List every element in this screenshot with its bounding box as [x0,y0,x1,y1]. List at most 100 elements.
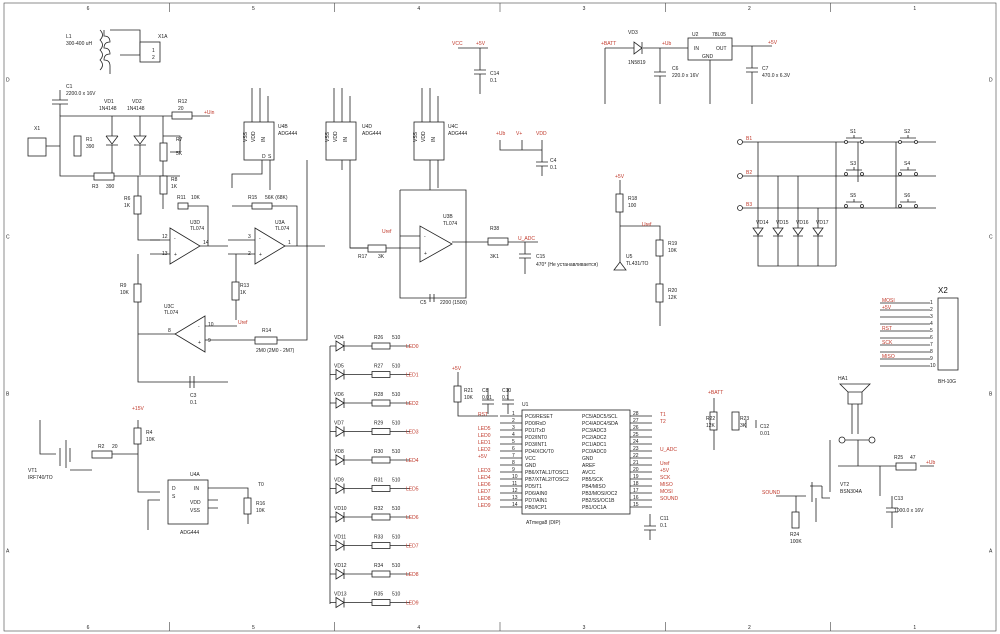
c10-ref: C10 [502,388,511,394]
svg-text:8: 8 [168,328,171,334]
mcu-pin-name: PD1/TxD [525,428,546,434]
mcu-pin-number: 6 [512,446,515,452]
led-resistor-ref: R33 [374,535,383,541]
r15-ref: R15 [248,195,257,201]
r12-ref: R12 [178,99,187,105]
x1-ref: X1 [34,126,40,132]
cap-c3: C3 0.1 [189,376,197,406]
c4-ref: C4 [550,158,557,164]
cap-c1: C1 2200.0 x 16V [52,84,96,116]
mcu-pin-name: PB6/XTAL1/TOSC1 [525,470,569,476]
border-frame [3,2,997,632]
u4a-pin-vss: VSS [190,508,201,514]
u5-ref: U5 [626,254,633,260]
frame-col-top: 1 [913,6,916,12]
u3d-value: TL074 [190,226,204,232]
resistor-r1: R1 390 [73,135,95,157]
r18-ref: R18 [628,196,637,202]
u3c-ref: U3C [164,304,174,310]
mcu-pin-name: PB2/SS/OC1B [582,498,615,504]
svg-text:-: - [198,324,200,330]
cap-c5: C5 2200 (1500) [420,294,467,306]
mcu-left-net: LED2 [478,447,491,453]
svg-text:S: S [268,154,272,160]
x1a-pin2: 2 [152,55,155,61]
mcu-left-net: LED3 [478,468,491,474]
u3a-ref: U3A [275,220,285,226]
svg-text:VDD: VDD [251,131,257,142]
mcu-pin-name: AREF [582,463,595,469]
plus5-net-2: +5V [768,40,778,46]
u1-value: ATmega8 (DIP) [526,520,561,526]
svg-text:+: + [174,252,177,258]
r23-ref: R23 [740,416,749,422]
mcu-pin-name: PD0/RxD [525,421,546,427]
led-ref: VD11 [334,535,346,541]
led-resistor-value: 510 [392,506,401,512]
ub-net-1: +Ub [496,131,506,137]
mcu-pin-name: PD2/INT0 [525,435,547,441]
mcu-pin-number: 26 [633,425,639,431]
x2-net-label: +5V [882,305,892,311]
u4a-pin-in: IN [194,486,199,492]
opamp-u3b: -+ U3B TL074 Uref [382,189,488,299]
vd3-value: 1N5819 [628,60,646,66]
led-resistor-value: 510 [392,392,401,398]
x2-net-label: MOSI [882,298,895,304]
mcu-pin-name: PC0/ADC0 [582,449,607,455]
mcu-left-net: LED7 [478,489,491,495]
audio-block: HA1 VT2 BSN304A R25 47 +Ub C13 1000.0 x … [762,376,936,545]
svg-text:IN: IN [261,137,267,142]
u5-value: TL431/TO [626,261,649,267]
svg-text:+: + [198,340,201,346]
vt1-value: IRF740/TO [28,475,53,481]
vt1-ref: VT1 [28,468,37,474]
c3-value: 0.1 [190,400,197,406]
led-resistor-value: 510 [392,535,401,541]
mcu-left-net: LED6 [478,482,491,488]
cap-c15: C15 470* (Не устанавливается) [519,242,598,274]
mcu-pin-number: 25 [633,432,639,438]
mcu-right-net: U_ADC [660,447,677,453]
u4c-ref: U4C [448,124,458,130]
c15-ref: C15 [536,254,545,260]
decoupling-c14: VCC +5V C14 0.1 [452,41,499,94]
mcu-pin-number: 20 [633,467,639,473]
key-diode-label: VD15 [776,220,789,226]
svg-text:9: 9 [208,338,211,344]
diode-vd2: VD2 1N4148 [127,99,147,175]
u4b-value: ADG444 [278,131,297,137]
key-diode-label: VD14 [756,220,769,226]
r7-ref: R7 [176,137,183,143]
vplus-net: V+ [516,131,522,137]
c3-ref: C3 [190,393,197,399]
sound-net: SOUND [762,490,780,496]
x2-pin-number: 6 [930,335,933,341]
frame-row-left: B [6,392,10,398]
c1-ref: C1 [66,84,73,90]
led-net: LED8 [406,572,419,578]
led-net: LED0 [406,344,419,350]
plus5-net-1: +5V [476,41,486,47]
switch-u4c: VSS VDD IN U4C ADG444 [413,88,467,190]
r6-value: 1K [124,203,131,209]
mcu-pin-number: 21 [633,460,639,466]
vd1-ref: VD1 [104,99,114,105]
plus5-net-3: +5V [615,174,625,180]
x2-pin-number: 2 [930,307,933,313]
mcu-left-net: LED4 [478,475,491,481]
r22-value: 12K [706,423,716,429]
vdd-net: VDD [536,131,547,137]
c14-ref: C14 [490,71,499,77]
led-resistor-ref: R29 [374,421,383,427]
led-resistor-ref: R35 [374,592,383,598]
mcu-right-net: MISO [660,482,673,488]
mcu-pin-number: 19 [633,474,639,480]
r2-ref: R2 [98,444,105,450]
r20-value: 12K [668,295,678,301]
